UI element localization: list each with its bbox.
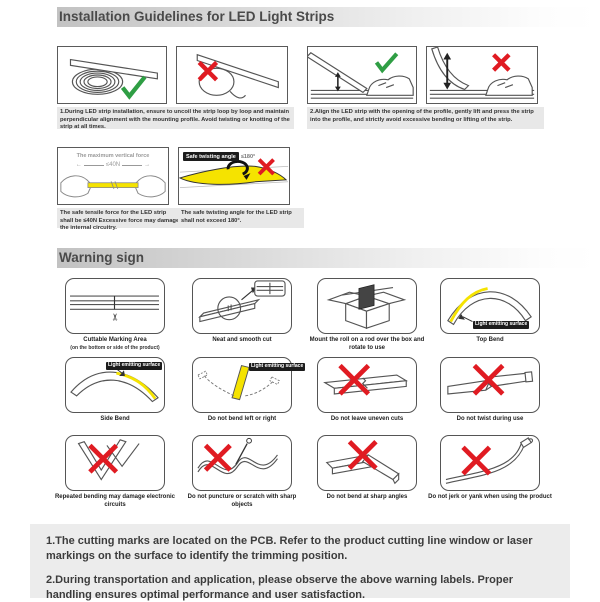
check-icon	[374, 52, 399, 74]
warning-mount-roll-box	[317, 278, 417, 334]
press-correct-illustration	[308, 52, 414, 99]
footer-note-1: 1.The cutting marks are located on the P…	[46, 535, 533, 562]
tensile-caption: The safe tensile force for the LED strip…	[57, 208, 183, 231]
scissors-icon: ✂	[110, 313, 121, 321]
x-icon	[338, 363, 371, 396]
warning-caption: Do not bend at sharp angles	[326, 494, 408, 500]
warning-caption: Do not twist during use	[456, 416, 524, 422]
install-step-2-caption: 2.Align the LED strip with the opening o…	[307, 107, 544, 129]
warning-caption: Cuttable Marking Area (on the bottom or …	[70, 337, 160, 351]
page-title: Installation Guidelines for LED Light St…	[57, 7, 597, 27]
side-bend-illustration	[70, 367, 159, 403]
twist-caption: The safe twisting angle for the LED stri…	[178, 208, 304, 228]
rotate-arrow-icon	[226, 160, 249, 176]
warning-uneven-cuts-box	[317, 357, 417, 413]
twist-angle-panel: Safe twisting angle ≤180°	[178, 147, 290, 205]
uncoil-correct-illustration	[69, 58, 158, 100]
warning-cuttable-area-box: ✂	[65, 278, 165, 334]
warning-neat-cut-box	[192, 278, 292, 334]
check-icon	[120, 75, 147, 100]
tensile-force-panel: The maximum vertical force ← ≤40N →	[57, 147, 169, 205]
x-icon	[461, 445, 492, 476]
neat-cut-illustration	[198, 280, 286, 323]
warning-twist-use-box	[440, 357, 540, 413]
sharp-angles-illustration	[325, 440, 400, 485]
x-icon	[88, 443, 119, 474]
twist-use-illustration	[447, 363, 534, 396]
max-force-label: The maximum vertical force	[76, 153, 150, 159]
jerk-yank-illustration	[445, 437, 534, 484]
loop-wrong-panel	[176, 46, 288, 104]
light-emitting-surface-badge: Light emitting surface	[249, 363, 306, 371]
warning-puncture-box	[192, 435, 292, 491]
warning-caption: Do not bend left or right	[207, 416, 277, 422]
repeated-bending-illustration	[77, 439, 140, 481]
left-hand-illustration	[60, 175, 93, 198]
left-arrow-icon: ←	[75, 162, 82, 168]
warning-caption: Do not puncture or scratch with sharp ob…	[187, 494, 297, 508]
x-icon	[257, 158, 275, 176]
warning-caption: Side Bend	[100, 416, 130, 422]
bend-left-right-illustration	[197, 365, 280, 401]
press-correct-panel	[307, 46, 417, 104]
install-step-1-caption: 1.During LED strip installation, ensure …	[57, 107, 294, 130]
cuttable-area-illustration: ✂	[70, 295, 159, 321]
warning-caption: Neat and smooth cut	[212, 337, 272, 343]
twist-badge: Safe twisting angle ≤180°	[183, 152, 255, 161]
twist-badge-value: ≤180°	[240, 153, 256, 160]
x-icon	[472, 363, 505, 396]
footer-notes: 1.The cutting marks are located on the P…	[30, 524, 570, 601]
footer-note-2: 2.During transportation and application,…	[46, 573, 513, 601]
warning-top-bend-box: Light emitting surface	[440, 278, 540, 334]
warning-jerk-yank-box	[440, 435, 540, 491]
tensile-illustration	[60, 175, 166, 198]
light-emitting-surface-badge: Light emitting surface	[106, 362, 163, 370]
warning-sharp-angles-box	[317, 435, 417, 491]
mount-roll-illustration	[326, 284, 407, 330]
loop-wrong-illustration	[196, 53, 279, 99]
x-icon	[492, 53, 511, 72]
right-hand-illustration	[133, 175, 166, 198]
force-value: ≤40N	[105, 162, 121, 168]
uneven-cuts-illustration	[323, 363, 408, 396]
force-value-row: ← ≤40N →	[58, 162, 168, 168]
top-bend-illustration	[447, 287, 532, 326]
warning-caption: Mount the roll on a rod over the box and…	[309, 337, 425, 351]
warning-repeated-bending-box	[65, 435, 165, 491]
warning-caption: Do not leave uneven cuts	[330, 416, 404, 422]
warning-bend-left-right-box: Light emitting surface	[192, 357, 306, 413]
x-icon	[203, 443, 232, 472]
warning-caption: Do not jerk or yank when using the produ…	[428, 494, 552, 500]
warning-sign-title: Warning sign	[57, 248, 597, 268]
warning-caption: Top Bend	[476, 337, 504, 343]
twist-badge-label: Safe twisting angle	[183, 152, 239, 161]
warning-caption: Repeated bending may damage electronic c…	[54, 494, 176, 508]
warning-side-bend-box: Light emitting surface	[65, 357, 165, 413]
twist-illustration	[179, 158, 289, 188]
light-emitting-surface-badge: Light emitting surface	[473, 321, 530, 329]
press-wrong-panel	[426, 46, 538, 104]
right-arrow-icon: →	[144, 162, 151, 168]
x-icon	[347, 440, 378, 470]
x-icon	[197, 60, 219, 82]
press-wrong-illustration	[429, 47, 535, 99]
puncture-illustration	[197, 437, 278, 474]
uncoil-correct-panel	[57, 46, 167, 104]
